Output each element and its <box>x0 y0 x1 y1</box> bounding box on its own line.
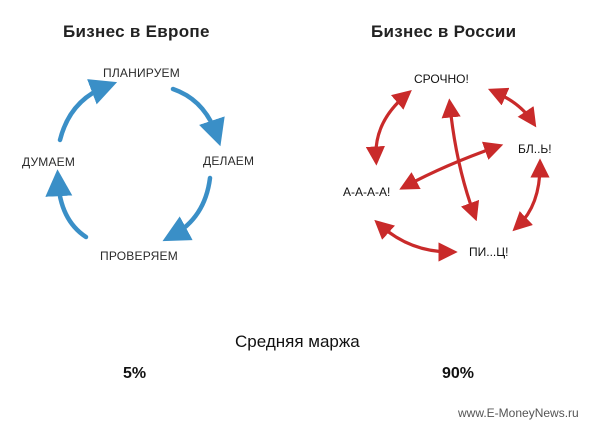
russia-margin-value: 90% <box>442 365 475 382</box>
arrow-curse-disaster <box>512 158 550 232</box>
russia-node-curse: БЛ..Ь! <box>518 142 552 156</box>
europe-margin-value: 5% <box>123 365 147 382</box>
margin-label: Средняя маржа <box>235 332 360 351</box>
europe-title: Бизнес в Европе <box>63 22 210 41</box>
arrow-plan-to-do <box>170 86 225 147</box>
russia-node-scream: А-А-А-А! <box>343 185 391 199</box>
arrow-center-horizontal <box>399 141 504 190</box>
europe-cycle-arrows <box>45 79 225 242</box>
europe-node-think: ДУМАЕМ <box>22 155 76 169</box>
europe-node-check: ПРОВЕРЯЕМ <box>100 249 178 263</box>
russia-node-urgent: СРОЧНО! <box>414 72 469 86</box>
arrow-do-to-check <box>162 175 213 242</box>
europe-node-plan: ПЛАНИРУЕМ <box>103 66 180 80</box>
russia-node-disaster: ПИ...Ц! <box>469 245 509 259</box>
arrow-urgent-scream <box>365 90 412 166</box>
arrow-urgent-curse <box>487 87 537 128</box>
russia-chaos-arrows <box>365 87 550 262</box>
arrow-think-to-plan <box>57 79 118 143</box>
europe-node-do: ДЕЛАЕМ <box>203 154 255 168</box>
watermark-text: www.E-MoneyNews.ru <box>458 406 579 420</box>
russia-title: Бизнес в России <box>371 22 517 41</box>
arrow-scream-disaster <box>374 219 458 262</box>
arrow-check-to-think <box>45 169 89 240</box>
